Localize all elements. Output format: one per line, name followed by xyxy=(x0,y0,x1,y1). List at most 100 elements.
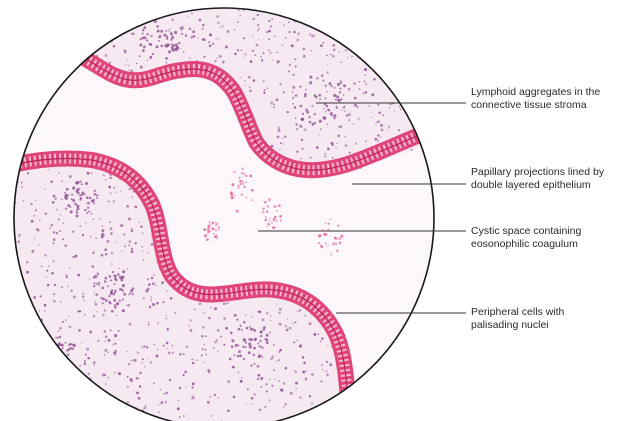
stroma-nucleus xyxy=(273,344,275,346)
stroma-nucleus xyxy=(14,388,16,390)
stroma-nucleus xyxy=(377,59,380,62)
stroma-nucleus xyxy=(139,222,140,223)
stroma-nucleus xyxy=(131,228,132,229)
lymphocyte xyxy=(108,301,111,304)
lymphocyte xyxy=(301,118,304,121)
coagulum-speck xyxy=(232,183,235,186)
stroma-nucleus xyxy=(254,363,256,365)
stroma-nucleus xyxy=(285,37,287,39)
stroma-nucleus xyxy=(290,392,293,395)
stroma-nucleus xyxy=(383,72,385,74)
stroma-nucleus xyxy=(31,220,34,223)
coagulum-speck xyxy=(245,175,247,177)
stroma-nucleus xyxy=(227,302,229,304)
stroma-nucleus xyxy=(210,307,212,309)
stroma-nucleus xyxy=(277,129,280,132)
stroma-nucleus xyxy=(10,295,12,297)
stroma-nucleus xyxy=(292,0,294,2)
stroma-nucleus xyxy=(268,30,271,33)
coagulum-speck xyxy=(242,183,244,185)
stroma-nucleus xyxy=(234,29,235,30)
stroma-nucleus xyxy=(73,296,76,299)
stroma-nucleus xyxy=(427,120,428,121)
lymphocyte xyxy=(319,120,322,123)
stroma-nucleus xyxy=(39,219,41,221)
stroma-nucleus xyxy=(75,376,77,378)
stroma-nucleus xyxy=(118,417,120,419)
stroma-nucleus xyxy=(407,54,409,56)
stroma-nucleus xyxy=(395,43,397,45)
stroma-nucleus xyxy=(153,275,154,276)
stroma-nucleus xyxy=(402,105,404,107)
stroma-nucleus xyxy=(146,346,148,348)
stroma-nucleus xyxy=(288,70,290,72)
lymphocyte xyxy=(77,192,80,195)
stroma-nucleus xyxy=(380,136,382,138)
stroma-nucleus xyxy=(100,2,102,4)
stroma-nucleus xyxy=(33,296,36,299)
stroma-nucleus xyxy=(58,330,59,331)
stroma-nucleus xyxy=(243,57,244,58)
stroma-nucleus xyxy=(48,265,50,267)
stroma-nucleus xyxy=(161,282,163,284)
stroma-nucleus xyxy=(169,28,170,29)
stroma-nucleus xyxy=(425,65,427,67)
lymphocyte xyxy=(165,30,167,32)
lymphocyte xyxy=(238,350,241,353)
stroma-nucleus xyxy=(428,106,429,107)
lymphocyte xyxy=(249,345,252,348)
stroma-nucleus xyxy=(7,30,8,31)
stroma-nucleus xyxy=(114,404,116,406)
stroma-nucleus xyxy=(241,49,243,51)
stroma-nucleus xyxy=(62,388,65,391)
lymphocyte xyxy=(142,29,144,31)
stroma-nucleus xyxy=(295,388,297,390)
coagulum-speck xyxy=(329,218,331,220)
coagulum-speck xyxy=(274,205,277,208)
stroma-nucleus xyxy=(41,337,43,339)
stroma-nucleus xyxy=(51,272,54,275)
stroma-nucleus xyxy=(35,413,38,416)
stroma-nucleus xyxy=(183,51,185,53)
stroma-nucleus xyxy=(65,1,67,3)
lymphocyte xyxy=(66,349,69,352)
stroma-nucleus xyxy=(233,396,236,399)
stroma-nucleus xyxy=(70,4,73,7)
stroma-nucleus xyxy=(139,21,141,23)
stroma-nucleus xyxy=(332,44,335,47)
coagulum-speck xyxy=(208,225,211,228)
stroma-nucleus xyxy=(114,350,116,352)
stroma-nucleus xyxy=(252,18,255,21)
coagulum-speck xyxy=(277,210,279,212)
stroma-nucleus xyxy=(53,231,55,233)
stroma-nucleus xyxy=(102,226,103,227)
stroma-nucleus xyxy=(93,361,96,364)
coagulum-speck xyxy=(262,211,265,214)
stroma-nucleus xyxy=(309,395,311,397)
lymphocyte xyxy=(55,360,57,362)
stroma-nucleus xyxy=(304,315,305,316)
stroma-nucleus xyxy=(136,392,139,395)
stroma-nucleus xyxy=(97,340,99,342)
stroma-nucleus xyxy=(35,390,37,392)
stroma-nucleus xyxy=(227,30,230,33)
stroma-nucleus xyxy=(202,28,204,30)
stroma-nucleus xyxy=(26,271,29,274)
stroma-nucleus xyxy=(55,9,57,11)
stroma-nucleus xyxy=(114,334,117,337)
lymphocyte xyxy=(309,121,312,124)
stroma-nucleus xyxy=(72,22,74,24)
stroma-nucleus xyxy=(128,304,131,307)
lymphocyte xyxy=(158,35,161,38)
stroma-nucleus xyxy=(141,362,142,363)
stroma-nucleus xyxy=(260,377,263,380)
stroma-nucleus xyxy=(101,236,104,239)
stroma-nucleus xyxy=(86,212,88,214)
stroma-nucleus xyxy=(0,276,3,279)
stroma-nucleus xyxy=(108,339,111,342)
coagulum-speck xyxy=(279,215,282,218)
coagulum-speck xyxy=(249,175,252,178)
coagulum-speck xyxy=(236,210,239,213)
stroma-nucleus xyxy=(277,52,278,53)
stroma-nucleus xyxy=(422,16,425,19)
